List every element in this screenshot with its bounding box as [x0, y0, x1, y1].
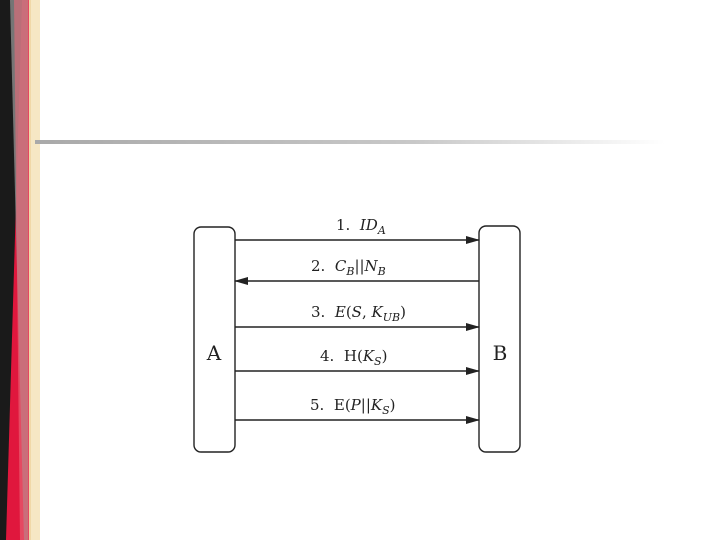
message-subscript: UB	[383, 311, 400, 324]
message-variable: S	[352, 303, 362, 321]
message-number: 5.	[310, 396, 334, 414]
message-symbol: )	[382, 347, 388, 365]
message-symbol: (	[346, 303, 352, 321]
message-subscript: A	[377, 224, 386, 237]
message-symbol: ,	[362, 303, 372, 321]
message-label-5: 5. E(P||KS)	[310, 396, 396, 417]
party-a-box	[193, 226, 236, 453]
message-subscript: B	[377, 265, 386, 278]
decoration-pink-wedge	[14, 0, 30, 540]
message-variable: K	[362, 347, 375, 365]
message-variable: N	[364, 257, 379, 275]
message-symbol: )	[400, 303, 406, 321]
message-label-3: 3. E(S, KUB)	[311, 303, 406, 324]
message-symbol: ||	[361, 396, 371, 414]
message-subscript: B	[345, 265, 354, 278]
message-variable: P	[350, 396, 362, 414]
title-divider	[35, 140, 665, 144]
message-symbol: ||	[354, 257, 364, 275]
message-symbol: (	[345, 396, 351, 414]
message-label-1: 1. IDA	[336, 216, 386, 237]
message-symbol: (	[357, 347, 363, 365]
message-variable: K	[370, 396, 383, 414]
message-variable: K	[371, 303, 384, 321]
message-symbol: E	[334, 396, 345, 414]
message-variable: ID	[359, 216, 378, 234]
slide-decoration	[0, 0, 40, 540]
message-label-4: 4. H(KS)	[320, 347, 387, 368]
message-variable: E	[334, 303, 346, 321]
message-number: 4.	[320, 347, 344, 365]
message-subscript: S	[382, 404, 390, 417]
party-b-label: B	[493, 341, 508, 365]
message-number: 1.	[336, 216, 360, 234]
party-a-label: A	[206, 341, 222, 365]
party-b-box	[478, 225, 521, 453]
message-symbol: )	[390, 396, 396, 414]
message-number: 3.	[311, 303, 335, 321]
message-variable: C	[335, 257, 347, 275]
message-label-2: 2. CB||NB	[311, 257, 386, 278]
message-number: 2.	[311, 257, 335, 275]
message-subscript: S	[374, 355, 382, 368]
message-symbol: H	[344, 347, 357, 365]
